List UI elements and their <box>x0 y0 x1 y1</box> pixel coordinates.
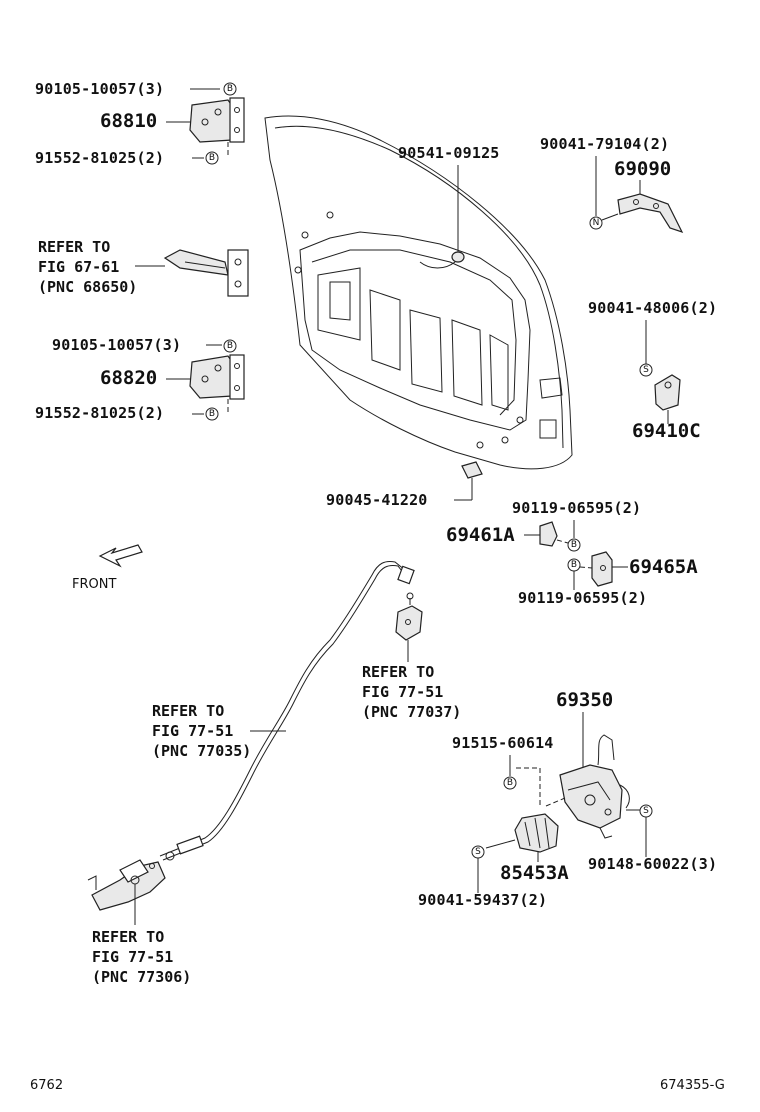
bracket-screw-bottom-label: 90119-06595(2) <box>518 589 647 607</box>
plug-bottom-icon <box>461 461 483 479</box>
cable-ref-b-line1: REFER TO <box>152 702 224 720</box>
svg-text:B: B <box>227 341 233 351</box>
svg-text:B: B <box>571 560 577 570</box>
nut-n-badge: N <box>589 216 603 230</box>
hinge-lower-screw-label: 91552-81025(2) <box>35 404 164 422</box>
upper-hinge-group: 90105-10057(3) B 68810 91552-81025(2) B <box>35 80 245 167</box>
bumper-icon <box>617 193 684 234</box>
screw-b-badge-4: B <box>567 558 581 572</box>
lever-group: REFER TO FIG 77-51 (PNC 77306) <box>87 859 191 986</box>
svg-text:N: N <box>593 218 600 228</box>
motor-icon <box>514 813 559 853</box>
plug-top-label: 90541-09125 <box>398 144 500 162</box>
bracket-left-icon <box>539 521 558 547</box>
striker-nut-label: 90041-48006(2) <box>588 299 717 317</box>
lever-ref-line2: FIG 77-51 <box>92 948 173 966</box>
stay-ref-line2: FIG 67-61 <box>38 258 119 276</box>
bumper-label: 69090 <box>614 158 671 180</box>
front-label: FRONT <box>72 577 116 592</box>
motor-label: 85453A <box>500 862 569 884</box>
svg-text:S: S <box>475 847 481 857</box>
motor-screw-label: 90041-59437(2) <box>418 891 547 909</box>
cable-ref-b-line2: FIG 77-51 <box>152 722 233 740</box>
bolt-b-badge-2: B <box>223 339 237 353</box>
lower-hinge-icon <box>189 354 245 400</box>
back-door-panel <box>264 115 573 470</box>
screw-s-badge: S <box>639 804 653 818</box>
bolt-b-badge: B <box>223 82 237 96</box>
striker-label: 69410C <box>632 420 701 442</box>
stay-ref-line3: (PNC 68650) <box>38 278 137 296</box>
screw-b-badge-2: B <box>205 407 219 421</box>
hinge-upper-screw-label: 91552-81025(2) <box>35 149 164 167</box>
cable-lower-end-icon <box>165 835 204 861</box>
bracket-right-label: 69465A <box>629 556 698 578</box>
cable-clip-icon <box>395 598 423 641</box>
svg-text:B: B <box>507 778 513 788</box>
plug-top-icon <box>451 251 465 263</box>
front-indicator: FRONT <box>72 544 143 592</box>
lever-ref-line1: REFER TO <box>92 928 164 946</box>
striker-group: 90041-48006(2) S 69410C <box>588 299 717 442</box>
stay-reference-group: REFER TO FIG 67-61 (PNC 68650) <box>38 238 249 297</box>
screw-b-badge-3: B <box>567 538 581 552</box>
svg-text:B: B <box>571 540 577 550</box>
hinge-lower-label: 68820 <box>100 367 157 389</box>
hinge-upper-label: 68810 <box>100 110 157 132</box>
cable-group: REFER TO FIG 77-51 (PNC 77037) REFER TO … <box>152 560 461 861</box>
diagram-number: 6762 <box>30 1078 63 1093</box>
plug-bottom-group: 90045-41220 <box>326 461 483 509</box>
front-arrow-icon <box>98 544 143 568</box>
screw-s-badge-2: S <box>471 845 485 859</box>
hinge-lower-bolt-label: 90105-10057(3) <box>52 336 181 354</box>
lock-label: 69350 <box>556 689 613 711</box>
bolt-b-badge-5: B <box>503 776 517 790</box>
lock-screw-label: 90148-60022(3) <box>588 855 717 873</box>
stay-icon <box>163 249 249 297</box>
cable-ref-a-line3: (PNC 77037) <box>362 703 461 721</box>
svg-text:B: B <box>227 84 233 94</box>
cable-ref-a-line1: REFER TO <box>362 663 434 681</box>
bracket-left-label: 69461A <box>446 524 515 546</box>
hinge-upper-bolt-label: 90105-10057(3) <box>35 80 164 98</box>
svg-text:B: B <box>209 153 215 163</box>
bumper-group: 90041-79104(2) N 69090 <box>540 135 684 234</box>
bracket-right-icon <box>591 551 613 587</box>
lock-bolt-label: 91515-60614 <box>452 734 554 752</box>
bumper-nut-label: 90041-79104(2) <box>540 135 669 153</box>
cable-ref-b-line3: (PNC 77035) <box>152 742 251 760</box>
brackets-group: 90119-06595(2) B 69461A B 69465A 90119-0… <box>446 499 698 607</box>
lever-ref-line3: (PNC 77306) <box>92 968 191 986</box>
nut-s-badge: S <box>639 363 653 377</box>
lock-group: 69350 91515-60614 B S 90148-60022(3) 854 <box>418 689 717 909</box>
cable-ref-a-line2: FIG 77-51 <box>362 683 443 701</box>
diagram-code: 674355-G <box>660 1078 725 1093</box>
bracket-screw-top-label: 90119-06595(2) <box>512 499 641 517</box>
plug-bottom-label: 90045-41220 <box>326 491 428 509</box>
cable-upper-end-icon <box>397 565 415 600</box>
upper-hinge-icon <box>189 97 245 143</box>
svg-text:S: S <box>643 806 649 816</box>
stay-ref-line1: REFER TO <box>38 238 110 256</box>
plug-top-group: 90541-09125 <box>398 144 500 263</box>
screw-b-badge: B <box>205 151 219 165</box>
lever-icon <box>87 859 166 911</box>
svg-text:S: S <box>643 365 649 375</box>
svg-text:B: B <box>209 409 215 419</box>
lock-assembly-icon <box>559 734 630 839</box>
striker-icon <box>654 374 681 411</box>
lower-hinge-group: 90105-10057(3) B 68820 91552-81025(2) B <box>35 336 245 422</box>
